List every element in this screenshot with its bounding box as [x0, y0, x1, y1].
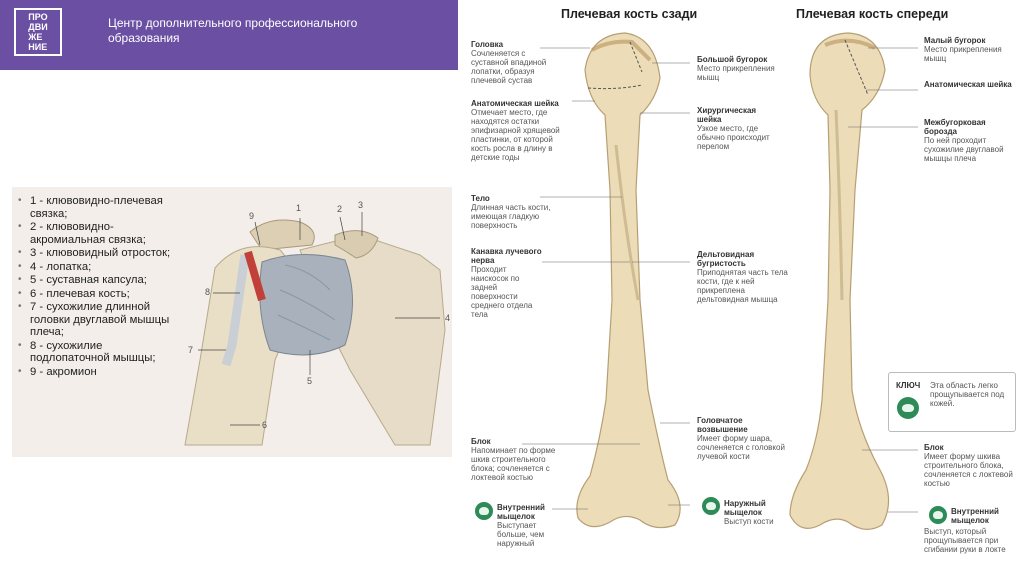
front-view-title: Плечевая кость спереди — [796, 7, 948, 21]
shoulder-number: 5 — [307, 377, 312, 386]
palpable-icon — [702, 497, 720, 515]
palpable-icon — [929, 506, 947, 524]
key-text: Эта область легко прощупывается под коже… — [930, 381, 1012, 408]
shoulder-number: 1 — [296, 204, 301, 213]
legend-item: •8 - сухожилие подлопаточной мышцы; — [18, 340, 178, 365]
shoulder-number: 4 — [445, 314, 450, 323]
humerus-front-drawing — [790, 33, 918, 529]
legend-item: •1 - клювовидно-плечевая связка; — [18, 195, 178, 220]
legend-item: •7 - сухожилие длинной головки двуглавой… — [18, 301, 178, 339]
label-medial-epicondyle-front-desc: Выступ, который прощупывается при сгибан… — [924, 527, 1020, 554]
legend-item: •9 - акромион — [18, 366, 178, 379]
key-title: КЛЮЧ — [896, 381, 920, 390]
legend-item: •5 - суставная капсула; — [18, 274, 178, 287]
legend-item: •2 - клювовидно-акромиальная связка; — [18, 221, 178, 246]
shoulder-legend: •1 - клювовидно-плечевая связка; •2 - кл… — [18, 195, 178, 379]
shoulder-number: 3 — [358, 201, 363, 210]
shoulder-number: 7 — [188, 346, 193, 355]
palpable-icon — [897, 397, 919, 419]
shoulder-number: 8 — [205, 288, 210, 297]
shoulder-number: 9 — [249, 212, 254, 221]
label-medial-epicondyle-front: Внутренний мыщелок — [951, 507, 1021, 525]
legend-item: •4 - лопатка; — [18, 261, 178, 274]
shoulder-joint-drawing — [185, 212, 445, 445]
label-anatomical-neck-front: Анатомическая шейка — [924, 80, 1020, 89]
shoulder-number: 2 — [337, 205, 342, 214]
palpable-icon — [475, 502, 493, 520]
legend-item: •3 - клювовидный отросток; — [18, 247, 178, 260]
legend-item: •6 - плечевая кость; — [18, 288, 178, 301]
back-view-title: Плечевая кость сзади — [561, 7, 697, 21]
shoulder-number: 6 — [262, 421, 267, 430]
key-box: КЛЮЧ Эта область легко прощупывается под… — [888, 372, 1016, 432]
